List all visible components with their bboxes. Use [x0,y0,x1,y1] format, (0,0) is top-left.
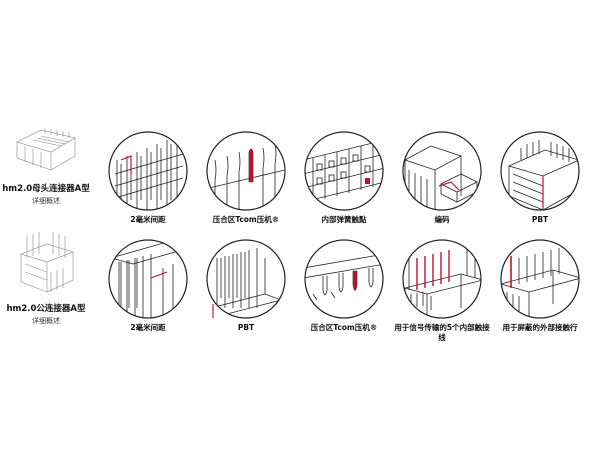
detail-caption: 2毫米间距 [130,323,166,332]
detail-circle-coding [402,131,482,211]
detail-pitch: 2毫米间距 [98,238,198,333]
detail-caption: 压合区Tcom压机® [212,215,280,224]
detail-circle-signal-contacts [402,239,482,319]
product-title: hm2.0公连接器A型 [6,304,86,314]
product-subtitle: 详细概述 [32,317,60,325]
detail-pbt: PBT [490,130,590,225]
detail-caption: 内部弹簧触點 [321,215,367,224]
detail-caption: 用于信号传输的5个内部触接线 [394,323,490,342]
detail-caption: PBT [237,323,255,332]
detail-caption: 用于屏蔽的外部接触行 [502,323,578,332]
detail-spring-contact: 内部弹簧触點 [294,130,394,225]
detail-press-fit: 压合区Tcom压机® [294,238,394,333]
detail-circle-press-fit [206,131,286,211]
female-connector-illustration [16,128,76,171]
detail-circle-shield-contacts [500,239,580,319]
detail-circle-pbt [206,239,286,319]
product-subtitle: 详细概述 [32,197,60,205]
detail-caption: 2毫米间距 [130,215,166,224]
detail-shield-contacts: 用于屏蔽的外部接触行 [490,238,590,333]
detail-pbt: PBT [196,238,296,333]
detail-circle-pbt [500,131,580,211]
detail-circle-pitch [108,239,188,319]
detail-coding: 编码 [392,130,492,225]
detail-circle-pitch [108,131,188,211]
product-female-connector: hm2.0母头连接器A型 详细概述 [0,108,92,206]
detail-caption: 编码 [434,215,450,224]
male-connector-illustration [20,232,74,293]
product-title: hm2.0母头连接器A型 [2,184,90,194]
detail-press-fit: 压合区Tcom压机® [196,130,296,225]
detail-caption: PBT [531,215,549,224]
detail-signal-contacts: 用于信号传输的5个内部触接线 [392,238,492,343]
product-male-connector: hm2.0公连接器A型 详细概述 [0,228,92,326]
detail-circle-press-fit [304,239,384,319]
detail-pitch: 2毫米间距 [98,130,198,225]
detail-caption: 压合区Tcom压机® [310,323,378,332]
detail-circle-spring-contact [304,131,384,211]
